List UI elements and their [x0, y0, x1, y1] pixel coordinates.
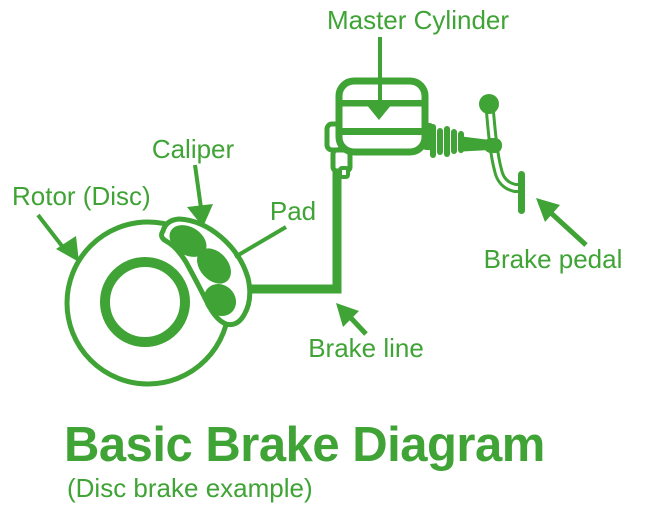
caliper-arrowhead-icon [187, 204, 213, 227]
brake-line-arrowhead-icon [336, 303, 359, 327]
clevis-joint [484, 138, 502, 153]
page-title: Basic Brake Diagram [64, 418, 545, 472]
label-master-cylinder: Master Cylinder [327, 5, 509, 35]
brake-line [248, 172, 342, 294]
brake-pedal-assembly [479, 94, 525, 214]
reservoir-lid-line [342, 100, 422, 107]
rotor-arrowhead-icon [56, 236, 79, 262]
caliper-lower-piston [203, 283, 237, 317]
rotor-hub-ring [100, 257, 190, 347]
pad [197, 248, 231, 284]
outlet-nipple [338, 166, 350, 179]
pushrod [462, 136, 490, 152]
cylinder-body-line [342, 128, 422, 135]
title-block: Basic Brake Diagram (Disc brake example) [64, 418, 545, 503]
pedal-plate [518, 171, 525, 214]
page-subtitle: (Disc brake example) [67, 473, 313, 503]
brake-line-arrow-line [348, 315, 368, 336]
pivot-ball [479, 94, 499, 114]
brake-pedal-arrowhead-icon [536, 198, 560, 222]
label-brake-line: Brake line [308, 333, 424, 363]
label-brake-pedal: Brake pedal [484, 244, 623, 274]
bellows-pushrod [430, 124, 490, 158]
callout-arrows [36, 37, 588, 336]
pad-callout-line [233, 225, 288, 259]
rotor-arrow-line [36, 213, 64, 248]
brake-pedal-arrow-line [549, 211, 588, 247]
caliper-arrow-line [193, 164, 203, 209]
diagram-labels: Master Cylinder Caliper Rotor (Disc) Pad… [12, 5, 622, 363]
caliper-assembly [159, 216, 253, 328]
label-rotor: Rotor (Disc) [12, 181, 151, 211]
master-cylinder-arrowhead-icon [366, 104, 392, 120]
label-pad: Pad [270, 196, 316, 226]
caliper-piston [169, 225, 207, 257]
brake-line-pipe [248, 172, 342, 294]
label-caliper: Caliper [152, 134, 235, 164]
bellows-boot [430, 124, 464, 158]
pedal-lever-core [488, 111, 519, 190]
